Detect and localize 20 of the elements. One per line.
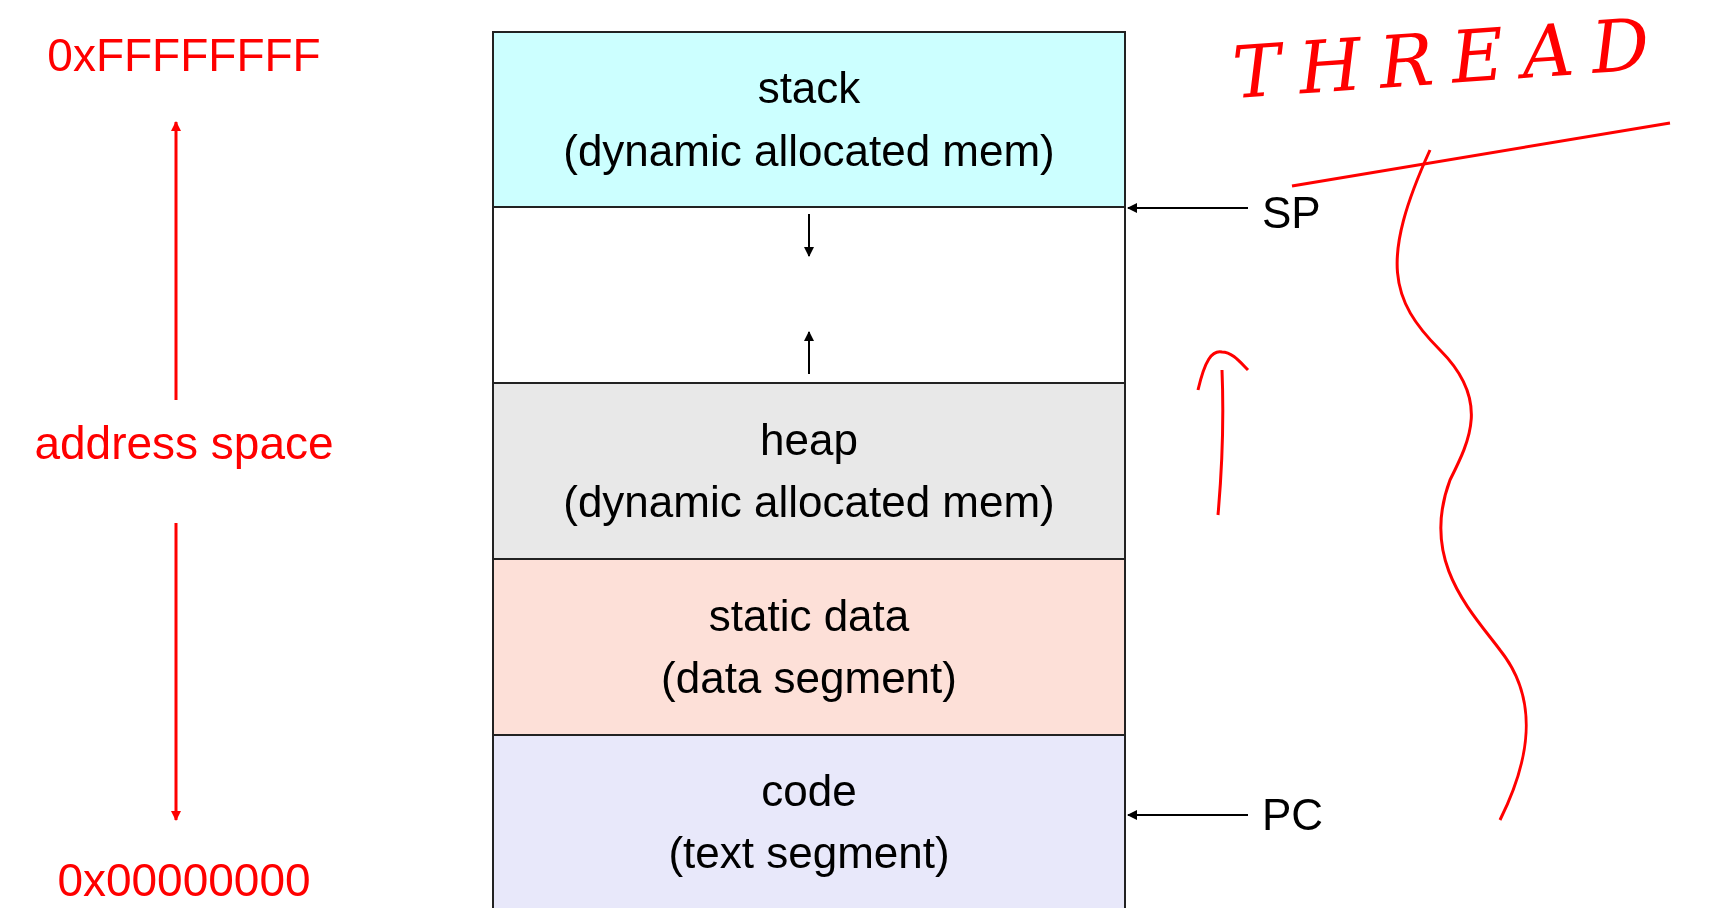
pointer-arrow: [1127, 203, 1249, 213]
pointer-label: SP: [1262, 188, 1321, 238]
address-label: 0x00000000: [57, 857, 311, 903]
stack-segment: [492, 31, 1126, 208]
segment-name: code: [761, 766, 857, 815]
segment-name: static data: [708, 591, 910, 640]
free-memory-segment: [492, 206, 1126, 384]
address-label: 0xFFFFFFFF: [47, 32, 321, 78]
data-segment: [492, 558, 1126, 736]
segment-description: (dynamic allocated mem): [563, 126, 1055, 175]
segment-name: stack: [757, 64, 861, 113]
pointer-arrow: [1127, 810, 1249, 820]
handwritten-note: THREAD: [1230, 6, 1670, 110]
segment-name: heap: [760, 415, 858, 464]
segment-description: (dynamic allocated mem): [563, 478, 1055, 527]
code-segment: [492, 734, 1126, 908]
segment-description: (data segment): [661, 654, 957, 703]
heap-segment: [492, 382, 1126, 560]
segment-description: (text segment): [668, 829, 950, 878]
pointer-label: PC: [1262, 790, 1324, 840]
